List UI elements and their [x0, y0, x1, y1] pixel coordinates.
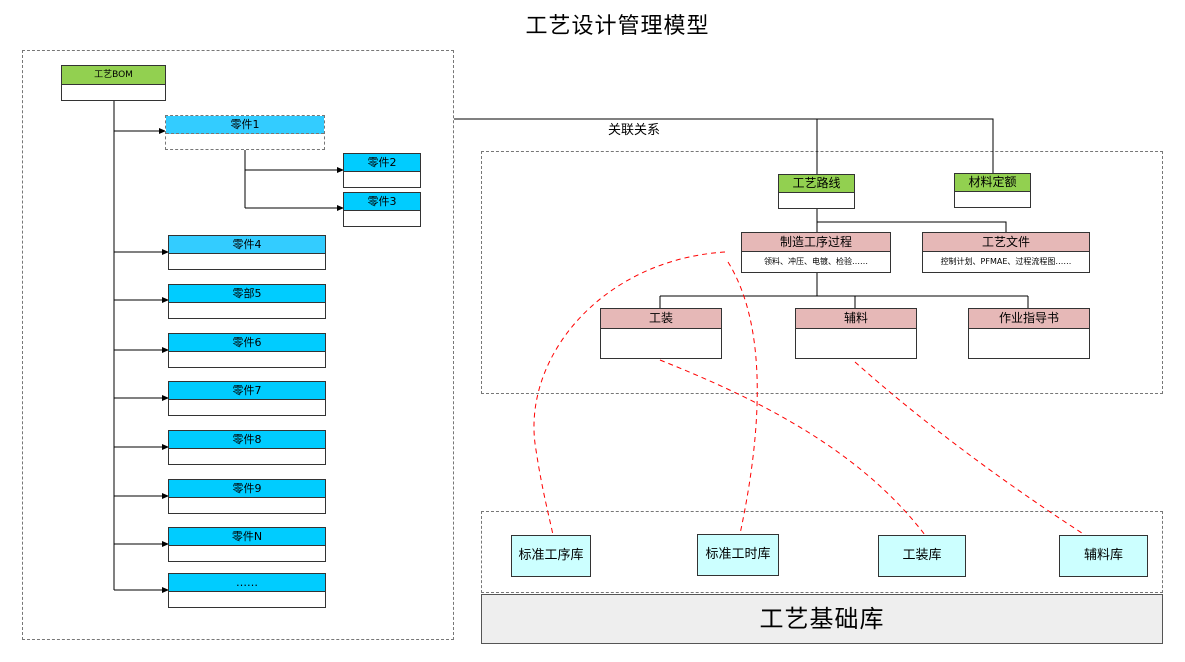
- process-route-node[interactable]: 工艺路线: [778, 174, 855, 209]
- work-instruction-label: 作业指导书: [969, 309, 1089, 329]
- part-label-3: 零件3: [344, 193, 420, 211]
- part-label-n: 零件N: [169, 528, 325, 546]
- part-node-1[interactable]: 零件1: [165, 115, 325, 150]
- part-label-9: 零件9: [169, 480, 325, 498]
- part-label-2: 零件2: [344, 154, 420, 172]
- tooling-label: 工装: [601, 309, 721, 329]
- part-node-more[interactable]: ……: [168, 573, 326, 608]
- part-node-3[interactable]: 零件3: [343, 192, 421, 227]
- part-label-4: 零件4: [169, 236, 325, 254]
- part-label-more: ……: [169, 574, 325, 592]
- std-time-library[interactable]: 标准工时库: [697, 534, 779, 576]
- std-process-library[interactable]: 标准工序库: [511, 535, 591, 577]
- material-quota-label: 材料定额: [955, 174, 1030, 192]
- process-base-library: 工艺基础库: [481, 594, 1163, 644]
- part-label-6: 零件6: [169, 334, 325, 352]
- part-label-7: 零件7: [169, 382, 325, 400]
- association-label: 关联关系: [608, 123, 661, 138]
- process-documents-node[interactable]: 工艺文件 控制计划、PFMAE、过程流程图……: [922, 232, 1090, 273]
- process-documents-label: 工艺文件: [923, 233, 1089, 252]
- part-node-9[interactable]: 零件9: [168, 479, 326, 514]
- manufacturing-step-node[interactable]: 制造工序过程 领料、冲压、电镀、检验……: [741, 232, 891, 273]
- work-instruction-node[interactable]: 作业指导书: [968, 308, 1090, 359]
- part-node-8[interactable]: 零件8: [168, 430, 326, 465]
- manufacturing-step-detail: 领料、冲压、电镀、检验……: [764, 257, 868, 266]
- process-route-label: 工艺路线: [779, 175, 854, 193]
- part-node-4[interactable]: 零件4: [168, 235, 326, 270]
- part-label-8: 零件8: [169, 431, 325, 449]
- part-node-2[interactable]: 零件2: [343, 153, 421, 188]
- auxiliary-label: 辅料: [796, 309, 916, 329]
- manufacturing-step-label: 制造工序过程: [742, 233, 890, 252]
- bom-root-label: 工艺BOM: [62, 66, 165, 85]
- part-node-6[interactable]: 零件6: [168, 333, 326, 368]
- tooling-node[interactable]: 工装: [600, 308, 722, 359]
- page-title: 工艺设计管理模型: [525, 14, 710, 39]
- auxiliary-node[interactable]: 辅料: [795, 308, 917, 359]
- part-node-n[interactable]: 零件N: [168, 527, 326, 562]
- part-label-1: 零件1: [166, 116, 324, 134]
- part-label-5: 零部5: [169, 285, 325, 303]
- part-node-7[interactable]: 零件7: [168, 381, 326, 416]
- material-quota-node[interactable]: 材料定额: [954, 173, 1031, 208]
- auxiliary-library[interactable]: 辅料库: [1059, 535, 1148, 577]
- bom-region: [22, 50, 454, 640]
- part-node-5[interactable]: 零部5: [168, 284, 326, 319]
- tooling-library[interactable]: 工装库: [878, 535, 966, 577]
- bom-root-node[interactable]: 工艺BOM: [61, 65, 166, 101]
- process-documents-detail: 控制计划、PFMAE、过程流程图……: [940, 257, 1072, 266]
